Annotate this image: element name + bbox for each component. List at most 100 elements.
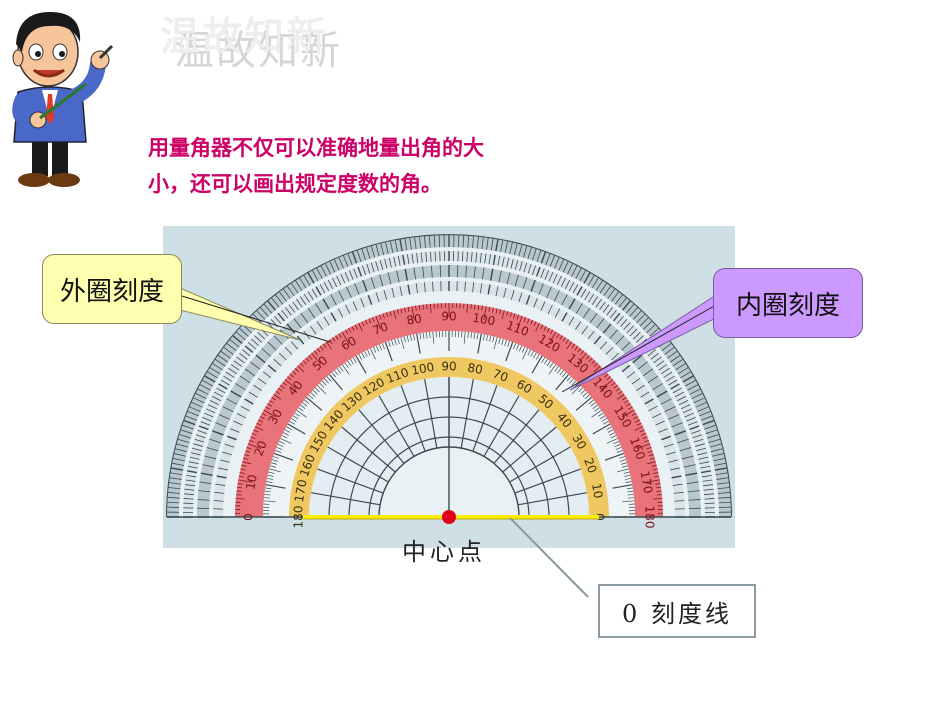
- outer-scale-tick: [648, 454, 654, 457]
- outer-scale-tick: [556, 333, 560, 339]
- outer-scale-tick: [267, 403, 272, 407]
- protractor-rim-tick: [167, 496, 180, 499]
- scale-number: 100: [410, 360, 435, 378]
- outer-scale-tick: [591, 360, 596, 365]
- outer-scale-tick: [615, 387, 621, 392]
- protractor-rim-tick: [212, 363, 223, 371]
- protractor-rim-tick: [307, 291, 314, 301]
- mid-scale-tick: [571, 385, 581, 395]
- mid-scale-tick: [267, 474, 274, 477]
- mid-scale-tick: [507, 341, 510, 347]
- protractor-rim-tick: [204, 455, 217, 460]
- outer-scale-tick: [633, 416, 639, 420]
- protractor-rim-tick: [189, 406, 201, 412]
- protractor-rim-tick: [702, 479, 713, 482]
- protractor-rim-tick: [632, 354, 643, 364]
- protractor-rim-tick: [402, 254, 406, 266]
- protractor-rim-tick: [599, 341, 608, 350]
- protractor-rim-tick: [697, 452, 708, 456]
- protractor-rim-tick: [182, 424, 194, 430]
- protractor-rim-tick: [465, 265, 467, 278]
- mid-scale-tick: [609, 432, 615, 436]
- outer-scale-tick: [311, 352, 321, 365]
- mid-scale-tick: [530, 351, 534, 357]
- protractor-rim-tick: [194, 438, 205, 443]
- protractor-rim-tick: [215, 483, 226, 486]
- protractor-rim-tick: [695, 401, 707, 408]
- protractor-rim-tick: [176, 443, 189, 448]
- mid-scale-tick: [264, 493, 271, 496]
- protractor-rim-tick: [315, 303, 323, 314]
- protractor-rim-tick: [299, 277, 307, 289]
- protractor-rim-tick: [191, 447, 202, 452]
- protractor-rim-tick: [172, 462, 185, 466]
- protractor-rim-tick: [216, 475, 227, 479]
- protractor-rim-tick: [481, 237, 484, 250]
- protractor-rim-tick: [686, 481, 699, 484]
- radial-line: [517, 492, 587, 506]
- outer-scale-tick: [294, 368, 299, 373]
- protractor-rim-tick: [267, 300, 276, 311]
- protractor-rim-tick: [700, 470, 712, 474]
- mid-scale-tick: [334, 370, 339, 376]
- outer-scale-tick: [386, 312, 389, 318]
- protractor-rim-tick: [290, 341, 299, 350]
- mid-scale-tick: [546, 360, 551, 367]
- protractor-rim-tick: [683, 464, 696, 468]
- protractor-rim-tick: [636, 384, 645, 391]
- protractor-rim-tick: [684, 379, 696, 387]
- outer-scale-tick: [653, 497, 663, 500]
- protractor-rim-tick: [714, 467, 727, 471]
- protractor-rim-tick: [256, 310, 266, 320]
- protractor-rim-tick: [248, 391, 258, 398]
- protractor-rim-tick: [671, 422, 683, 428]
- mid-scale-tick: [286, 426, 292, 431]
- protractor-rim-tick: [179, 434, 191, 439]
- protractor-rim-tick: [486, 237, 489, 250]
- protractor-rim-tick: [699, 461, 710, 465]
- protractor-rim-tick: [547, 304, 553, 315]
- outer-scale-tick: [351, 326, 355, 331]
- protractor-rim-tick: [235, 331, 246, 341]
- protractor-rim-tick: [183, 419, 196, 426]
- outer-scale-tick: [466, 303, 469, 313]
- outer-scale-tick: [250, 436, 256, 440]
- outer-scale-tick: [244, 454, 250, 457]
- protractor-rim-tick: [282, 288, 291, 299]
- protractor-rim-tick: [220, 379, 230, 386]
- scale-number: 100: [471, 311, 496, 329]
- outer-scale-tick: [258, 419, 263, 423]
- protractor-rim-tick: [575, 267, 582, 279]
- protractor-rim-tick: [202, 464, 215, 468]
- protractor-rim-tick: [687, 490, 700, 493]
- mid-scale-tick: [280, 438, 292, 444]
- protractor-rim-tick: [581, 325, 589, 335]
- protractor-rim-tick: [479, 252, 482, 263]
- protractor-rim-tick: [296, 298, 303, 308]
- protractor-rim-tick: [685, 472, 698, 477]
- mid-scale-tick: [486, 334, 489, 342]
- protractor-rim-tick: [263, 303, 273, 314]
- protractor-rim-tick: [186, 474, 197, 478]
- protractor-rim-tick: [540, 251, 547, 264]
- protractor-rim-tick: [218, 467, 229, 471]
- mid-scale-tick: [627, 490, 634, 493]
- protractor-rim-tick: [345, 304, 351, 315]
- protractor-rim-tick: [561, 312, 568, 322]
- mid-scale-tick: [331, 372, 336, 378]
- protractor-rim-tick: [406, 254, 410, 265]
- outer-scale-tick: [477, 305, 480, 311]
- protractor-rim-tick: [323, 281, 330, 292]
- mid-scale-tick: [477, 333, 482, 354]
- protractor-rim-tick: [674, 391, 685, 398]
- mid-scale-tick: [476, 333, 479, 340]
- protractor-rim-tick: [242, 349, 251, 357]
- outer-scale-tick: [289, 373, 294, 378]
- radial-line: [502, 426, 557, 473]
- protractor-rim-tick: [193, 443, 204, 447]
- radial-line: [424, 379, 438, 449]
- protractor-rim-tick: [274, 315, 282, 325]
- outer-scale-tick: [626, 403, 631, 407]
- protractor-rim-tick: [588, 293, 595, 303]
- outer-scale-tick: [533, 321, 537, 327]
